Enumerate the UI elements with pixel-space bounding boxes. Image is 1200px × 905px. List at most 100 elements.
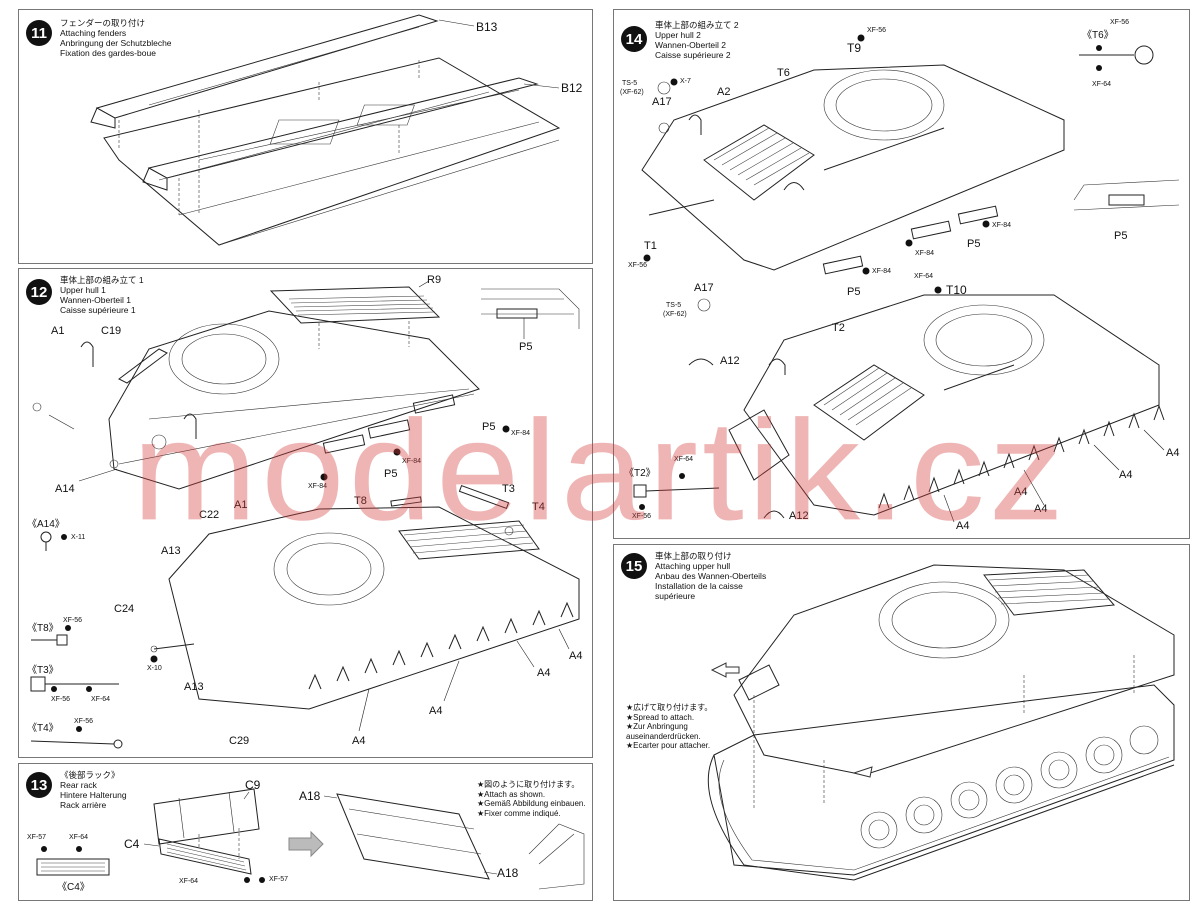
step-15-note-de-1: ★Zur Anbringung [626, 722, 688, 731]
step-12-title-ja: 車体上部の組み立て 1 [60, 275, 144, 285]
step-14-title-fr: Caisse supérieure 2 [655, 50, 731, 60]
part-label-a14: A14 [55, 483, 75, 495]
part-label-a17-bottom: A17 [694, 282, 714, 294]
part-label-t3: T3 [502, 483, 515, 495]
step-15-title-fr-2: supérieure [655, 591, 696, 601]
step-15-title-ja: 車体上部の取り付け [655, 551, 732, 561]
part-label-a4-4: A4 [1014, 486, 1028, 498]
step-11-title-ja: フェンダーの取り付け [60, 18, 146, 28]
part-label-c9: C9 [245, 778, 261, 792]
step-15-title-fr: Installation de la caisse [655, 581, 743, 591]
part-label-a4-1: A4 [537, 667, 551, 679]
subpart-color-t6-b: XF-64 [1092, 81, 1112, 88]
part-label-p5-inset: P5 [1114, 230, 1128, 242]
step-14-titles: 車体上部の組み立て 2 Upper hull 2 Wannen-Oberteil… [655, 20, 739, 60]
subpart-title-t3: 《T3》 [27, 665, 59, 676]
part-label-p5-b: P5 [847, 286, 861, 298]
part-label-b12: B12 [561, 81, 583, 95]
step-13-panel: 13 《後部ラック》 Rear rack Hintere Halterung R… [18, 763, 593, 901]
step-number-11: 11 [26, 20, 52, 46]
subpart-title-t4: 《T4》 [27, 723, 59, 734]
part-label-b13: B13 [476, 20, 498, 34]
subpart-color-t3-a: XF-56 [51, 696, 71, 703]
step-13-title-fr: Rack arrière [60, 800, 107, 810]
part-label-a17-top: A17 [652, 96, 672, 108]
part-label-a4-1: A4 [1166, 447, 1180, 459]
part-label-a18-bottom: A18 [497, 866, 519, 880]
color-x10: X-10 [147, 665, 162, 672]
part-label-r9: R9 [427, 274, 442, 286]
step-13-notes: ★図のように取り付けます。 ★Attach as shown. ★Gemäß A… [477, 780, 586, 818]
step-14-title-ja: 車体上部の組み立て 2 [655, 20, 739, 30]
step-11-panel: 11 フェンダーの取り付け Attaching fenders Anbringu… [18, 9, 593, 264]
step-13-titles: 《後部ラック》 Rear rack Hintere Halterung Rack… [60, 770, 127, 810]
step-15-titles: 車体上部の取り付け Attaching upper hull Anbau des… [655, 551, 766, 601]
part-label-a12-bottom: A12 [789, 510, 809, 522]
step-15-note-en: ★Spread to attach. [626, 712, 695, 722]
subpart-color-t2-b: XF-56 [632, 513, 652, 520]
color-xf57-right: XF-57 [269, 876, 289, 883]
part-label-t9: T9 [847, 41, 862, 55]
step-15-note-de-2: auseinanderdrücken. [626, 731, 701, 741]
part-label-a12-top: A12 [720, 355, 740, 367]
part-label-a13-top: A13 [161, 545, 181, 557]
color-xf84-a: XF-84 [511, 430, 531, 437]
part-label-c24: C24 [114, 603, 135, 615]
part-label-a4-3: A4 [1034, 503, 1048, 515]
part-label-c19: C19 [101, 325, 122, 337]
color-x7: X-7 [680, 78, 691, 85]
step-11-drawing [90, 14, 561, 246]
part-label-c4-sub: 《C4》 [57, 882, 90, 893]
part-label-t8: T8 [354, 495, 367, 507]
part-label-p5-a: P5 [967, 238, 981, 250]
part-label-a4-5: A4 [956, 520, 970, 532]
subpart-color-a14: X-11 [71, 534, 86, 541]
color-xf84-a: XF-84 [992, 222, 1012, 229]
part-label-c22: C22 [199, 509, 220, 521]
part-label-a4-2: A4 [1119, 469, 1133, 481]
color-xf84-b: XF-84 [402, 458, 422, 465]
step-12-title-fr: Caisse supérieure 1 [60, 305, 136, 315]
step-12-panel: 12 車体上部の組み立て 1 Upper hull 1 Wannen-Obert… [18, 268, 593, 758]
part-label-a13-bottom: A13 [184, 681, 204, 693]
step-14-drawing [633, 34, 1180, 523]
step-number-13: 13 [26, 772, 52, 798]
part-label-a1-mid: A1 [234, 499, 248, 511]
step-13-note-fr: ★Fixer comme indiqué. [477, 808, 561, 818]
step-11-titles: フェンダーの取り付け Attaching fenders Anbringung … [60, 18, 172, 58]
step-15-title-de: Anbau des Wannen-Oberteils [655, 571, 767, 581]
color-xf56-t1: XF-56 [628, 262, 648, 269]
part-label-a4-2: A4 [569, 650, 583, 662]
color-xf84-b: XF-84 [915, 250, 935, 257]
color-xf84-c: XF-84 [308, 483, 328, 490]
step-15-title-en: Attaching upper hull [655, 561, 731, 571]
step-13-note-de: ★Gemäß Abbildung einbauen. [477, 799, 586, 808]
color-xf57-left: XF-57 [27, 834, 47, 841]
part-label-a4-3: A4 [429, 705, 443, 717]
subpart-title-t6: 《T6》 [1082, 30, 1114, 41]
step-14-title-de: Wannen-Oberteil 2 [655, 40, 727, 50]
step-15-note-fr: ★Ecarter pour attacher. [626, 741, 711, 750]
part-label-t1: T1 [644, 240, 657, 252]
subpart-color-t3-b: XF-64 [91, 696, 111, 703]
subpart-color-t8: XF-56 [63, 617, 83, 624]
step-14-panel: 14 車体上部の組み立て 2 Upper hull 2 Wannen-Obert… [613, 9, 1190, 539]
step-12-title-de: Wannen-Oberteil 1 [60, 295, 132, 305]
color-xf64-bottom: XF-64 [179, 878, 199, 885]
subpart-title-t8: 《T8》 [27, 623, 59, 634]
part-label-t4: T4 [532, 501, 545, 513]
step-13-title-ja: 《後部ラック》 [60, 770, 120, 780]
step-15-notes: ★広げて取り付けます。 ★Spread to attach. ★Zur Anbr… [626, 703, 712, 751]
step-15-drawing [707, 564, 1175, 881]
color-xf62-bottom: (XF-62) [663, 311, 687, 318]
subpart-title-t2: 《T2》 [624, 468, 656, 479]
color-xf64-t10: XF-64 [914, 273, 934, 280]
part-label-p5-b: P5 [384, 468, 398, 480]
color-xf64-left: XF-64 [69, 834, 89, 841]
step-number-14: 14 [621, 26, 647, 52]
part-label-a2: A2 [717, 86, 731, 98]
step-15-note-ja: ★広げて取り付けます。 [626, 703, 713, 712]
step-number-12: 12 [26, 279, 52, 305]
step-13-title-de: Hintere Halterung [60, 790, 127, 800]
subpart-color-t6-a: XF-56 [1110, 19, 1130, 26]
